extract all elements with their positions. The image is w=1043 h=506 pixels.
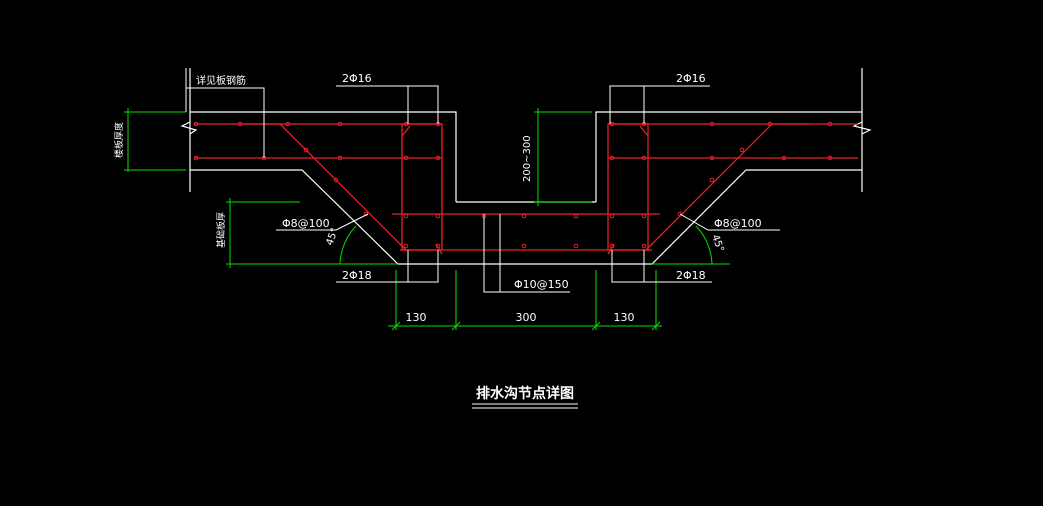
rebar-dot bbox=[193, 121, 199, 127]
rebar-dot bbox=[781, 155, 787, 161]
drawing-title: 排水沟节点详图 bbox=[476, 385, 574, 402]
label-depth-range: 200~300 bbox=[522, 135, 533, 182]
rebar-dot bbox=[573, 213, 579, 219]
label-stirrup-right: Φ8@100 bbox=[714, 217, 762, 230]
label-stirrup-left: Φ8@100 bbox=[282, 217, 330, 230]
rebar-dot bbox=[709, 155, 715, 161]
label-dim-left: 130 bbox=[406, 311, 427, 324]
leader-bottom-right bbox=[611, 250, 712, 283]
rebar-hook-left bbox=[401, 125, 411, 137]
rebar-dot bbox=[709, 121, 715, 127]
rebar-dot bbox=[677, 211, 683, 217]
rebar-dot bbox=[193, 155, 199, 161]
rebar-dot bbox=[739, 147, 745, 153]
rebar-dot bbox=[641, 155, 647, 161]
label-dim-right: 130 bbox=[614, 311, 635, 324]
rebar-dot bbox=[641, 243, 647, 249]
label-slab-thickness-left: 楼板厚度 bbox=[113, 122, 125, 158]
leader-stirrup-left bbox=[276, 213, 369, 231]
dim-tick-2 bbox=[451, 321, 461, 331]
rebar-dot bbox=[609, 213, 615, 219]
rebar-right-wall-stirrup bbox=[607, 123, 649, 251]
rebar-dot bbox=[337, 121, 343, 127]
label-see-slab-rebar: 详见板钢筋 bbox=[196, 74, 246, 87]
rebar-left-wall-stirrup bbox=[401, 123, 443, 251]
rebar-dot bbox=[285, 121, 291, 127]
angle-arc-left bbox=[339, 225, 357, 265]
rebar-dot bbox=[709, 177, 715, 183]
rebar-dot bbox=[521, 213, 527, 219]
leader-top-left bbox=[336, 85, 439, 124]
leader-distribution bbox=[483, 214, 570, 293]
rebar-right-slope bbox=[645, 123, 810, 251]
dim-tick-4 bbox=[651, 321, 661, 331]
leader-stirrup-right bbox=[679, 213, 780, 231]
rebar-dot bbox=[609, 243, 615, 249]
angle-arc-right bbox=[695, 225, 713, 265]
right-slab-top bbox=[595, 111, 862, 202]
rebar-dot bbox=[641, 213, 647, 219]
label-angle-right: 45° bbox=[709, 233, 725, 253]
label-bottom-bar-left: 2Φ18 bbox=[342, 269, 372, 282]
rebar-dot bbox=[435, 243, 441, 249]
dimension-lines bbox=[124, 108, 730, 331]
rebar-left-slope bbox=[240, 123, 407, 251]
label-top-bar-right: 2Φ16 bbox=[676, 72, 706, 85]
rebar-dot bbox=[403, 155, 409, 161]
rebar-dot bbox=[521, 243, 527, 249]
rebar-dot bbox=[303, 147, 309, 153]
leader-lines bbox=[185, 68, 780, 409]
rebar-dot bbox=[767, 121, 773, 127]
rebar-dot bbox=[573, 243, 579, 249]
label-top-bar-left: 2Φ16 bbox=[342, 72, 372, 85]
rebar-dot bbox=[827, 121, 833, 127]
rebar-dot bbox=[403, 213, 409, 219]
rebar-dot bbox=[403, 243, 409, 249]
rebar-dot bbox=[337, 155, 343, 161]
rebar-dot bbox=[827, 155, 833, 161]
label-bottom-bar-right: 2Φ18 bbox=[676, 269, 706, 282]
label-slab-thickness-bottom: 基础板厚 bbox=[215, 212, 227, 248]
left-slab-top bbox=[190, 111, 457, 202]
rebar-hook-bl bbox=[435, 243, 443, 255]
leader-top-right bbox=[609, 85, 710, 124]
dim-tick-1 bbox=[391, 321, 401, 331]
rebar-hook-right bbox=[639, 125, 649, 137]
rebar-hook-br bbox=[607, 243, 615, 255]
rebar-dot bbox=[609, 155, 615, 161]
rebar-dot bbox=[333, 177, 339, 183]
dim-tick-3 bbox=[591, 321, 601, 331]
text-labels: 详见板钢筋 2Φ16 2Φ16 2Φ18 2Φ18 Φ8@100 Φ8@100 … bbox=[113, 72, 762, 402]
concrete-outline bbox=[180, 68, 872, 265]
rebar-dot bbox=[237, 121, 243, 127]
rebar-dot bbox=[435, 213, 441, 219]
leader-see-slab bbox=[186, 87, 265, 158]
rebar-section-dots bbox=[193, 121, 833, 249]
leader-bottom-left bbox=[336, 250, 439, 283]
left-break-mark bbox=[180, 121, 198, 135]
label-distribution-bar: Φ10@150 bbox=[514, 278, 569, 291]
label-dim-mid: 300 bbox=[516, 311, 537, 324]
rebar-dot bbox=[435, 155, 441, 161]
slab-bottom-profile bbox=[190, 169, 862, 265]
